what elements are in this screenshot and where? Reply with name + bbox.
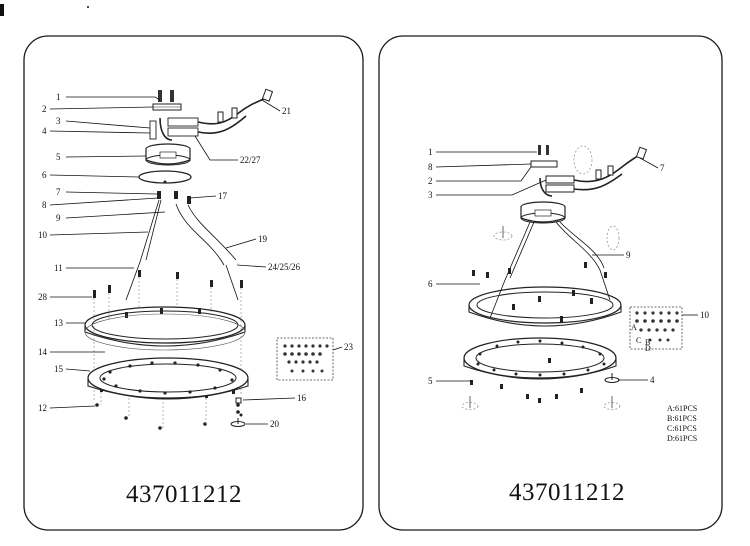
callout-3: 3 <box>56 116 61 126</box>
callout-16: 16 <box>297 393 307 403</box>
group-label-b: B <box>645 338 650 347</box>
count-c: C:61PCS <box>667 424 697 433</box>
lower-ring <box>87 357 249 400</box>
right-panel-frame <box>378 35 723 531</box>
r-callout-9: 9 <box>626 250 631 260</box>
callout-23: 23 <box>344 342 354 352</box>
right-panel: A B C D 1 8 2 3 6 5 7 9 10 <box>378 35 723 531</box>
callout-21: 21 <box>282 106 291 116</box>
callout-14: 14 <box>38 347 48 357</box>
corner-mark <box>0 4 4 16</box>
group-label-d: D <box>645 344 651 353</box>
right-leader-lines <box>435 151 698 382</box>
callout-11: 11 <box>54 263 63 273</box>
callout-17: 17 <box>218 191 228 201</box>
callout-28: 28 <box>38 292 48 302</box>
left-callout-labels: 1 2 3 4 5 6 7 8 9 10 11 28 13 14 15 12 2… <box>38 92 354 429</box>
r-callout-6: 6 <box>428 279 433 289</box>
r-callout-4: 4 <box>650 375 655 385</box>
r-callout-1: 1 <box>428 147 433 157</box>
r-callout-7: 7 <box>660 163 665 173</box>
callout-2: 2 <box>42 104 47 114</box>
crystal-pack-23 <box>276 337 334 381</box>
count-d: D:61PCS <box>667 434 697 443</box>
callout-4: 4 <box>42 126 47 136</box>
right-top-hardware <box>530 145 648 197</box>
left-panel-frame <box>23 35 364 531</box>
callout-24-25-26: 24/25/26 <box>268 262 301 272</box>
right-suspension <box>489 221 620 319</box>
r-callout-5: 5 <box>428 376 433 386</box>
callout-5: 5 <box>56 152 61 162</box>
callout-12: 12 <box>38 403 47 413</box>
crystal-count-list: A:61PCS B:61PCS C:61PCS D:61PCS <box>667 404 697 443</box>
callout-6: 6 <box>42 170 47 180</box>
count-b: B:61PCS <box>667 414 697 423</box>
callout-1: 1 <box>56 92 61 102</box>
right-canopy <box>520 201 566 224</box>
count-a: A:61PCS <box>667 404 697 413</box>
suspension-cables <box>125 191 239 301</box>
right-lower-ring <box>461 337 621 410</box>
upper-ring <box>84 306 246 351</box>
callout-13: 13 <box>54 318 64 328</box>
right-upper-ring <box>468 262 622 327</box>
small-parts <box>230 397 246 427</box>
callout-20: 20 <box>270 419 280 429</box>
speck-mark <box>87 6 89 8</box>
r-callout-3: 3 <box>428 190 433 200</box>
callout-15: 15 <box>54 364 64 374</box>
left-panel: 1 2 3 4 5 6 7 8 9 10 11 28 13 14 15 12 2… <box>23 35 364 531</box>
callout-19: 19 <box>258 234 268 244</box>
right-callout-labels: 1 8 2 3 6 5 7 9 10 4 <box>428 147 710 386</box>
group-label-a: A <box>631 323 637 332</box>
r-callout-10: 10 <box>700 310 710 320</box>
callout-10: 10 <box>38 230 48 240</box>
callout-9: 9 <box>56 213 61 223</box>
callout-7: 7 <box>56 187 61 197</box>
group-label-c: C <box>636 336 641 345</box>
callout-22-27: 22/27 <box>240 155 261 165</box>
callout-8: 8 <box>42 200 47 210</box>
r-callout-2: 2 <box>428 176 433 186</box>
r-callout-8: 8 <box>428 162 433 172</box>
right-crystal-pack: A B C D <box>629 306 683 353</box>
left-model-code: 437011212 <box>126 481 242 508</box>
left-leader-lines <box>49 96 343 425</box>
canopy-assembly <box>138 88 274 184</box>
right-model-code: 437011212 <box>509 479 625 506</box>
